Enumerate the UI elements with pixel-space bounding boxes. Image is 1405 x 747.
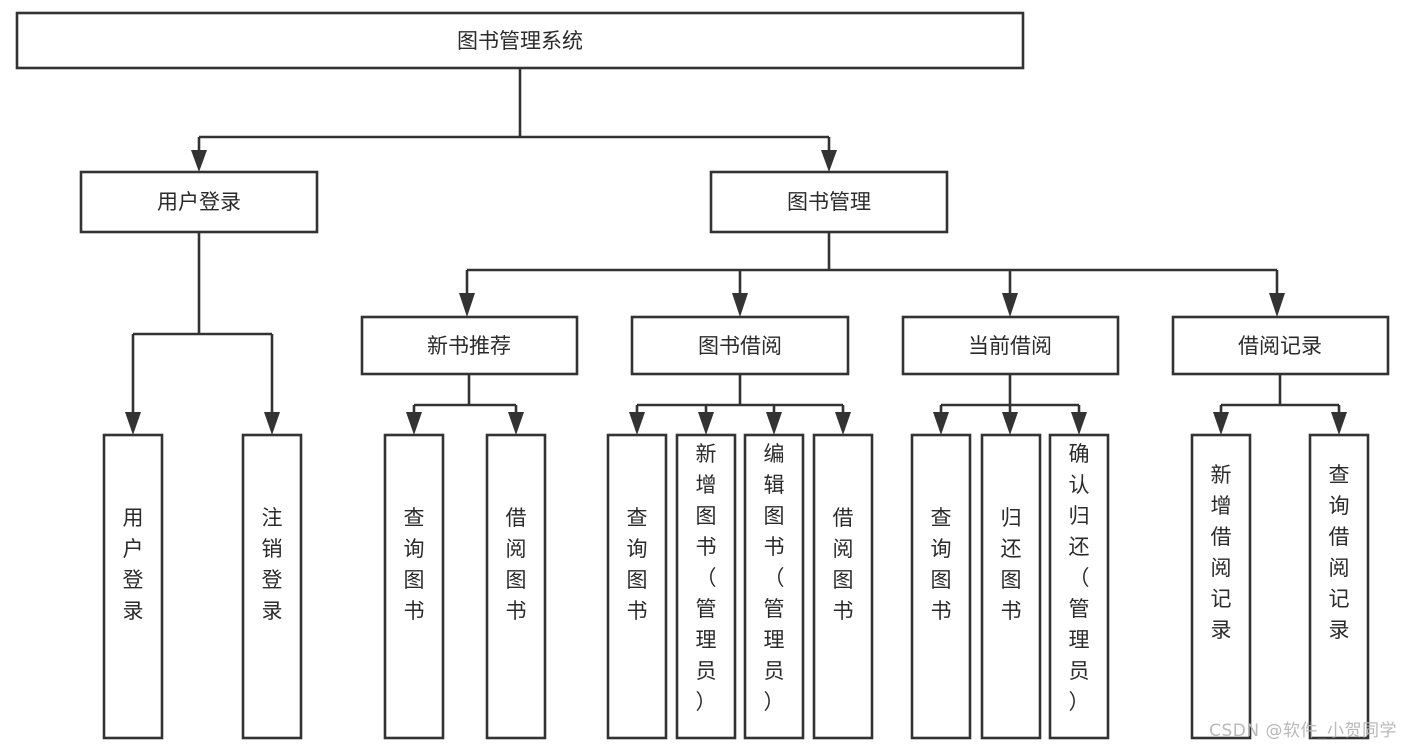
node-box (1171, 315, 1390, 376)
node-leaf-bb-add-book[interactable]: 新增图书（管理员） (675, 433, 737, 740)
node-leaf-bb-borrow-book[interactable]: 借阅图书 (812, 433, 874, 740)
node-user-login[interactable]: 用户登录 (79, 170, 319, 234)
node-label: 借阅图书 (506, 506, 527, 623)
node-leaf-nb-borrow-book[interactable]: 借阅图书 (485, 433, 547, 740)
arrow-head-icon (406, 412, 422, 435)
node-leaf-user-login[interactable]: 用户登录 (102, 433, 164, 740)
node-leaf-cb-confirm-return[interactable]: 确认归还（管理员） (1048, 433, 1110, 740)
connector-layer (125, 68, 1347, 435)
node-box (812, 433, 874, 740)
arrow-head-icon (1213, 412, 1229, 435)
node-box (709, 170, 949, 234)
node-label: 编辑图书（管理员） (764, 442, 785, 714)
arrow-head-icon (264, 412, 280, 435)
arrow-head-icon (1002, 412, 1018, 435)
arrow-head-icon (698, 412, 714, 435)
node-label: 图书管理系统 (457, 29, 583, 53)
node-box (606, 433, 668, 740)
node-label: 注销登录 (262, 506, 283, 623)
node-leaf-bb-query-book[interactable]: 查询图书 (606, 433, 668, 740)
node-leaf-bb-edit-book[interactable]: 编辑图书（管理员） (743, 433, 805, 740)
node-box (241, 433, 303, 740)
node-box (102, 433, 164, 740)
arrow-head-icon (1071, 412, 1087, 435)
node-box (743, 433, 805, 740)
node-box (383, 433, 445, 740)
arrow-head-icon (508, 412, 524, 435)
node-book-borrow[interactable]: 图书借阅 (630, 315, 850, 376)
node-box (1048, 433, 1110, 740)
node-leaf-cb-return-book[interactable]: 归还图书 (980, 433, 1042, 740)
node-box (901, 315, 1120, 376)
arrow-head-icon (125, 412, 141, 435)
node-label: 新增图书（管理员） (696, 442, 717, 714)
arrow-head-icon (1269, 293, 1285, 317)
arrow-head-icon (459, 293, 475, 317)
node-box (485, 433, 547, 740)
node-label: 新增借阅记录 (1211, 463, 1232, 642)
node-box (980, 433, 1042, 740)
arrow-head-icon (629, 412, 645, 435)
node-leaf-cb-query-book[interactable]: 查询图书 (910, 433, 972, 740)
arrow-head-icon (933, 412, 949, 435)
node-box (910, 433, 972, 740)
watermark: CSDN @软件_小贺同学 (1209, 721, 1397, 741)
node-leaf-nb-query-book[interactable]: 查询图书 (383, 433, 445, 740)
arrow-head-icon (766, 412, 782, 435)
node-box (360, 315, 579, 376)
node-leaf-user-logout[interactable]: 注销登录 (241, 433, 303, 740)
node-label: 当前借阅 (968, 334, 1052, 358)
node-label: 新书推荐 (427, 334, 511, 358)
arrow-head-icon (732, 293, 748, 317)
arrow-head-icon (835, 412, 851, 435)
node-leaf-br-query-record[interactable]: 查询借阅记录 (1308, 433, 1370, 740)
node-label: 用户登录 (123, 506, 144, 623)
node-box (15, 11, 1025, 70)
node-new-book-recommend[interactable]: 新书推荐 (360, 315, 579, 376)
node-box (1308, 433, 1370, 740)
node-box (1190, 433, 1252, 740)
node-label: 查询图书 (627, 506, 648, 623)
arrow-head-icon (1331, 412, 1347, 435)
node-label: 查询图书 (931, 506, 952, 623)
arrow-head-icon (821, 150, 837, 172)
node-label: 借阅图书 (833, 506, 854, 623)
node-label: 借阅记录 (1238, 334, 1322, 358)
node-label: 查询借阅记录 (1329, 463, 1350, 642)
arrow-head-icon (1002, 293, 1018, 317)
node-label: 图书借阅 (698, 334, 782, 358)
node-leaf-br-add-record[interactable]: 新增借阅记录 (1190, 433, 1252, 740)
node-box (79, 170, 319, 234)
node-root[interactable]: 图书管理系统 (15, 11, 1025, 70)
node-borrow-record[interactable]: 借阅记录 (1171, 315, 1390, 376)
node-label: 用户登录 (157, 190, 241, 214)
node-label: 图书管理 (787, 190, 871, 214)
node-label: 查询图书 (404, 506, 425, 623)
node-label: 归还图书 (1001, 506, 1022, 623)
node-box (675, 433, 737, 740)
arrow-head-icon (191, 150, 207, 172)
node-book-manage[interactable]: 图书管理 (709, 170, 949, 234)
node-box (630, 315, 850, 376)
node-current-borrow[interactable]: 当前借阅 (901, 315, 1120, 376)
node-label: 确认归还（管理员） (1069, 442, 1090, 714)
